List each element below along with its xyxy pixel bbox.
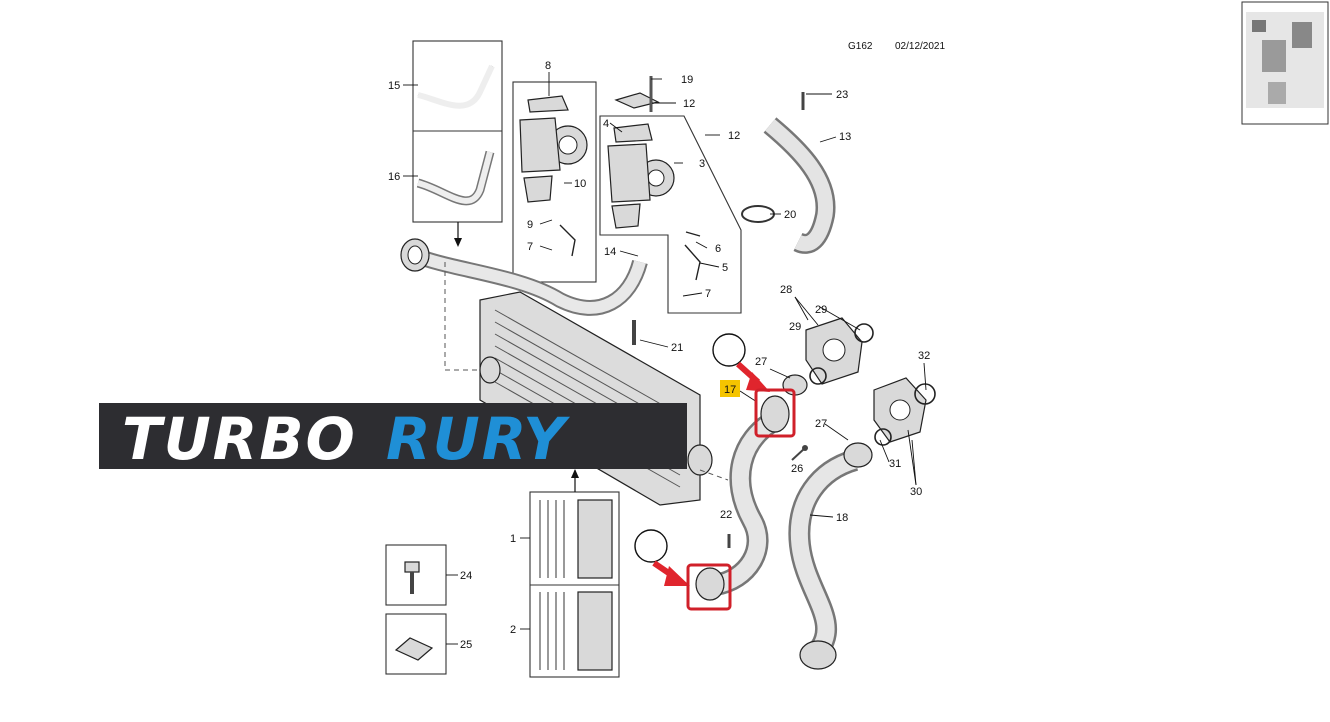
label-8: 8 xyxy=(545,60,551,72)
label-31: 31 xyxy=(889,458,901,470)
clip-box-25 xyxy=(385,613,447,675)
turborury-logo: TURBO RURY xyxy=(99,403,687,473)
label-27-bottom: 27 xyxy=(815,418,827,430)
label-19: 19 xyxy=(681,74,693,86)
label-10: 10 xyxy=(574,178,586,190)
label-26: 26 xyxy=(791,463,803,475)
label-21: 21 xyxy=(671,342,683,354)
label-5: 5 xyxy=(722,262,728,274)
label-15: 15 xyxy=(388,80,400,92)
label-23: 23 xyxy=(836,89,848,101)
label-29-left: 29 xyxy=(789,321,801,333)
label-4: 4 xyxy=(603,118,609,130)
label-3: 3 xyxy=(699,158,705,170)
highlight-17 xyxy=(720,380,740,397)
turbo-box-3 xyxy=(599,115,742,314)
gasket-12 xyxy=(614,92,660,109)
label-14: 14 xyxy=(604,246,616,258)
label-6: 6 xyxy=(715,243,721,255)
leader-lines xyxy=(403,72,927,645)
thumbnail-preview[interactable] xyxy=(1241,1,1329,125)
diagram-date: 02/12/2021 xyxy=(895,41,945,52)
turbo-box-8 xyxy=(512,81,597,283)
label-12-top: 12 xyxy=(683,98,695,110)
intercooler xyxy=(479,291,713,506)
label-24: 24 xyxy=(460,570,472,582)
label-2: 2 xyxy=(510,624,516,636)
logo-text-rury: RURY xyxy=(386,405,570,473)
label-22: 22 xyxy=(720,509,732,521)
red-arrow-bottom xyxy=(652,560,690,586)
label-7-right: 7 xyxy=(705,288,711,300)
intercooler-detail-box xyxy=(529,491,620,678)
label-29-right: 29 xyxy=(815,304,827,316)
fastener-box-24 xyxy=(385,544,447,606)
label-12-right: 12 xyxy=(728,130,740,142)
label-32: 32 xyxy=(918,350,930,362)
label-13: 13 xyxy=(839,131,851,143)
label-20: 20 xyxy=(784,209,796,221)
annotation-circle-top xyxy=(712,333,746,367)
label-16: 16 xyxy=(388,171,400,183)
label-17: 17 xyxy=(724,384,736,396)
label-7-left: 7 xyxy=(527,241,533,253)
highlight-box-top xyxy=(754,388,796,438)
part-labels: 15 16 8 19 12 12 4 3 10 9 7 14 6 5 7 21 … xyxy=(388,60,930,651)
label-25: 25 xyxy=(460,639,472,651)
label-18: 18 xyxy=(836,512,848,524)
highlight-box-bottom xyxy=(686,563,732,611)
annotation-circle-bottom xyxy=(634,529,668,563)
label-27-top: 27 xyxy=(755,356,767,368)
hose-box-15-16 xyxy=(412,40,503,223)
logo-text-turbo: TURBO xyxy=(122,405,357,473)
red-arrow-top xyxy=(735,361,770,392)
label-30: 30 xyxy=(910,486,922,498)
diagram-code: G162 xyxy=(848,41,873,52)
label-28: 28 xyxy=(780,284,792,296)
label-9: 9 xyxy=(527,219,533,231)
label-1: 1 xyxy=(510,533,516,545)
